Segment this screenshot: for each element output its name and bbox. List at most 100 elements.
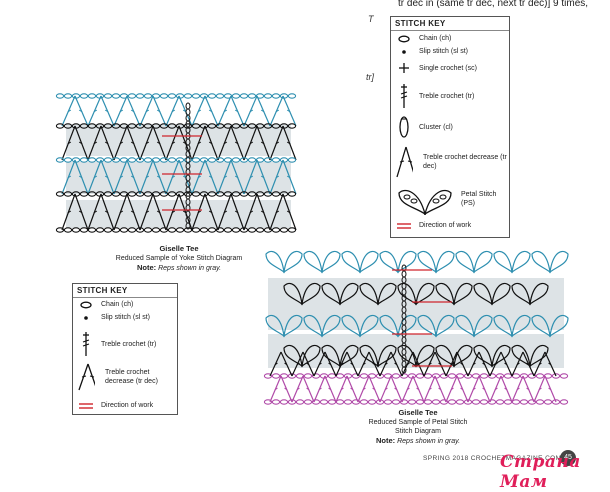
stitch-bar — [130, 141, 135, 145]
chain-stitch — [463, 373, 473, 379]
petal-note-text: Reps shown in gray. — [397, 438, 461, 445]
chain-stitch — [335, 399, 345, 405]
chain-stitch — [207, 191, 217, 197]
yoke-caption-line: Reduced Sample of Yoke Stitch Diagram — [115, 255, 243, 262]
turning-chain — [185, 222, 191, 230]
stitch-bar — [156, 141, 161, 145]
stitch-bar — [460, 387, 464, 391]
stitch-bar — [275, 109, 280, 113]
stitch-bar — [494, 362, 498, 366]
stitch-bar — [362, 362, 366, 366]
stitch-bar — [104, 141, 109, 145]
stitch-bar — [208, 210, 213, 214]
stitch-bar — [223, 175, 228, 179]
chain-stitch — [487, 399, 497, 405]
stitch-bar — [234, 210, 239, 214]
chain-stitch — [303, 399, 313, 405]
chain-stitch — [87, 157, 97, 163]
chain-stitch — [207, 93, 217, 99]
petal-stitch — [379, 314, 399, 338]
chain-stitch — [55, 93, 65, 99]
stitch-bar — [208, 109, 213, 113]
stitch-bar — [494, 387, 498, 391]
chain-stitch — [159, 157, 169, 163]
stitch-bar — [504, 387, 508, 391]
stitch-bar — [274, 387, 278, 391]
chain-stitch — [103, 157, 113, 163]
petal-stitch — [379, 250, 399, 274]
petal-stitch — [341, 250, 361, 274]
petal-stitch — [435, 282, 455, 306]
petal-stitch — [435, 344, 455, 368]
stitch-bar — [438, 387, 442, 391]
stitch-bar — [197, 175, 202, 179]
petal-stitch — [473, 282, 493, 306]
chain-stitch — [559, 399, 569, 405]
chain-stitch — [247, 93, 257, 99]
stitch-bar — [538, 362, 542, 366]
stitch-bar — [538, 387, 542, 391]
petal-stitch — [511, 282, 531, 306]
chain-stitch — [527, 399, 537, 405]
stitch-bar — [296, 362, 300, 366]
stitch-key-title-left: STITCH KEY — [73, 284, 177, 298]
chain-stitch — [127, 123, 137, 129]
repeat-shading — [66, 200, 291, 228]
chain-stitch — [183, 191, 193, 197]
chain-stitch — [375, 373, 385, 379]
stitch-bar — [406, 362, 410, 366]
chain-stitch — [127, 93, 137, 99]
chain-stitch — [79, 191, 89, 197]
chain-stitch — [551, 373, 561, 379]
chain-stitch — [343, 399, 353, 405]
chain-oval-icon — [395, 35, 413, 43]
chain-stitch — [391, 399, 401, 405]
stitch-bar — [318, 387, 322, 391]
stitch-bar — [516, 362, 520, 366]
chain-stitch — [239, 123, 249, 129]
chain-stitch — [183, 157, 193, 163]
petal-stitch — [339, 282, 359, 306]
stitch-bar — [197, 210, 202, 214]
petal-stitch — [473, 344, 493, 368]
chain-stitch — [479, 399, 489, 405]
petal-stitch — [511, 314, 531, 338]
stitch-bar — [526, 362, 530, 366]
chain-stitch — [423, 399, 433, 405]
stitch-bar — [145, 175, 150, 179]
chain-stitch — [127, 157, 137, 163]
petal-note-label: Note: — [375, 436, 396, 445]
stitch-bar — [249, 210, 254, 214]
stitch-bar — [145, 109, 150, 113]
yoke-caption-title: Giselle Tee — [159, 244, 199, 253]
chain-stitch — [159, 93, 169, 99]
watermark: Страна Мам — [500, 452, 581, 492]
petal-caption-line2: Stitch Diagram — [395, 428, 441, 435]
chain-stitch — [287, 227, 297, 233]
chain-stitch — [127, 191, 137, 197]
chain-stitch — [279, 399, 289, 405]
stitch-bar — [67, 141, 72, 145]
stitch-bar — [93, 175, 98, 179]
treble-crochet-icon — [395, 83, 413, 109]
stitch-bar — [130, 175, 135, 179]
stitch-bar — [234, 109, 239, 113]
stitch-bar — [171, 175, 176, 179]
chain-oval-icon — [77, 301, 95, 309]
chain-stitch — [503, 373, 513, 379]
stitch-bar — [67, 109, 72, 113]
chain-stitch — [263, 373, 273, 379]
chain-stitch — [215, 123, 225, 129]
chain-stitch — [327, 399, 337, 405]
repeat-shading — [66, 124, 291, 156]
stitch-bar — [156, 210, 161, 214]
chain-stitch — [231, 191, 241, 197]
chain-stitch — [111, 123, 121, 129]
petal-stitch — [303, 314, 323, 338]
chain-stitch — [63, 191, 73, 197]
chain-stitch — [311, 373, 321, 379]
chain-stitch — [503, 399, 513, 405]
chain-stitch — [351, 373, 361, 379]
stitch-bar — [428, 387, 432, 391]
chain-stitch — [263, 93, 273, 99]
